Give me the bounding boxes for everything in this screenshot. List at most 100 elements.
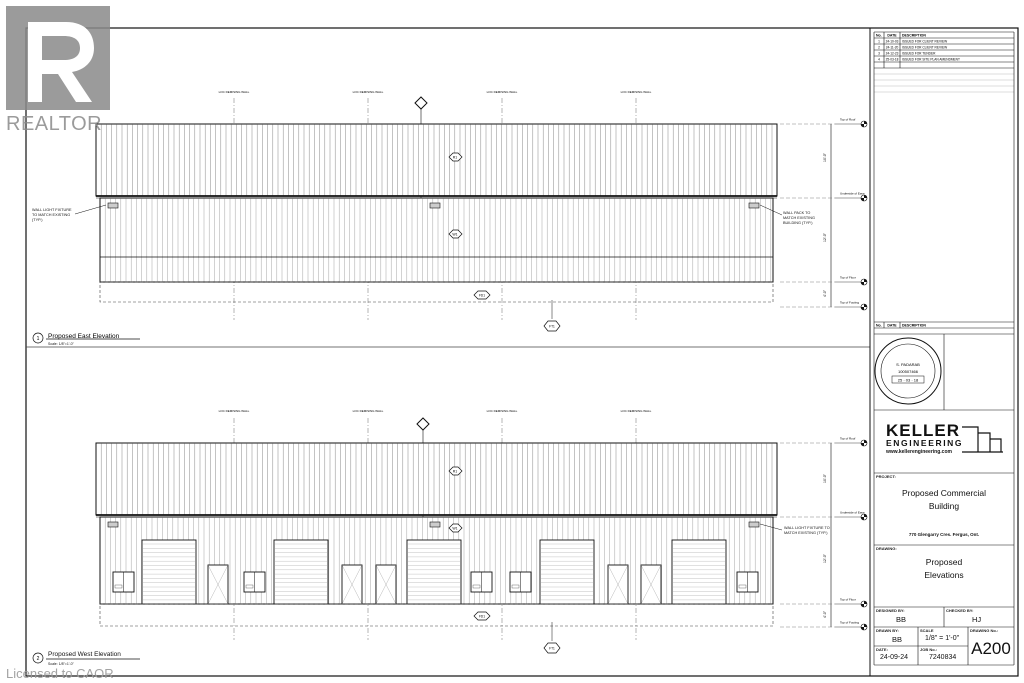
level-label: Underside of Eave [840, 511, 865, 515]
man-door [341, 564, 363, 605]
level-marker: Underside of Eave [835, 192, 868, 202]
svg-text:12'-0": 12'-0" [823, 553, 827, 563]
east-elevation-title: Proposed East Elevation [48, 333, 120, 340]
overhead-door [273, 539, 329, 605]
west-openings [112, 539, 759, 605]
west-elevation: LOC DEMISING WALL LOC DEMISING WALL LOC DE… [32, 409, 868, 664]
rev-cell: 25-03-18 [886, 58, 899, 62]
rev-cell: 24-10-03 [886, 40, 899, 44]
designed-by-value: BB [896, 615, 907, 624]
wall-light-note-east: WALL LIGHT FIXTURE TO MATCH EXISTING (TY… [32, 208, 72, 222]
overhead-door [671, 539, 727, 605]
stamp-name: S. PADARAB [896, 362, 920, 367]
east-view-number: 1 [37, 336, 40, 342]
svg-text:4'-0": 4'-0" [823, 610, 827, 618]
rev-header: DESCRIPTION [902, 34, 926, 38]
keller-logo-graphic [962, 426, 1003, 453]
stamp-number: 100507466 [898, 369, 919, 374]
man-door [640, 564, 662, 605]
level-marker: Top of Floor [835, 598, 868, 608]
svg-text:10'-0": 10'-0" [823, 152, 827, 162]
demising-wall-label: LOC DEMISING WALL [621, 90, 652, 94]
west-scale: Scale: 1/8"=1'-0" [48, 662, 74, 666]
rev-cell: ISSUED FOR SITE PLAN AMENDMENT [902, 58, 960, 62]
drawing-label: DRAWING: [876, 546, 897, 551]
job-cell: JOB No.: 7240834 [918, 646, 968, 665]
overhead-door [539, 539, 595, 605]
window [509, 571, 532, 593]
logo-block: KELLER ENGINEERING www.kellerengineering… [886, 422, 966, 462]
realtor-text: REALTOR [6, 113, 103, 135]
licensed-text: Licensed to CAOR [6, 666, 114, 681]
window [112, 571, 135, 593]
level-marker: Top of Footing [835, 621, 868, 631]
drawn-by-label: DRAWN BY: [876, 628, 899, 633]
rev-cell: ISSUED FOR CLIENT REVIEW [902, 40, 947, 44]
sheet-border [25, 27, 1019, 677]
east-scale: Scale: 1/8"=1'-0" [48, 342, 74, 346]
demising-wall-label: LOC DEMISING WALL [219, 409, 250, 413]
website-url: www.kellerengineering.com [886, 449, 952, 455]
east-roof [95, 123, 778, 197]
svg-text:W1: W1 [452, 233, 457, 237]
date-cell: DATE: 24-09-24 [874, 646, 918, 665]
svg-text:4'-0": 4'-0" [823, 289, 827, 297]
realtor-logo-icon [6, 6, 110, 110]
rev-cell: 24-12-23 [886, 52, 899, 56]
rev-cell: ISSUED FOR CLIENT REVIEW [902, 46, 947, 50]
svg-text:W1: W1 [452, 527, 457, 531]
rev2-header-date: DATE [887, 324, 897, 328]
designed-by-cell: DESIGNED BY: BB [874, 607, 944, 627]
wall-light [748, 521, 760, 528]
date-label: DATE: [876, 647, 888, 652]
project-name-line2: Building [928, 501, 960, 511]
job-label: JOB No.: [920, 647, 938, 652]
title-block-grid [873, 31, 1015, 666]
designed-by-label: DESIGNED BY: [876, 608, 905, 613]
drawing-block: DRAWING: Proposed Elevations [874, 545, 1014, 607]
level-label: Top of Roof [840, 118, 856, 122]
checked-by-value: HJ [972, 615, 982, 624]
demising-wall-label: LOC DEMISING WALL [487, 90, 518, 94]
wall-light [107, 202, 119, 209]
svg-text:FT1: FT1 [549, 325, 555, 329]
demising-wall-label: LOC DEMISING WALL [219, 90, 250, 94]
man-door [207, 564, 229, 605]
rev-cell: 3 [878, 52, 880, 56]
east-roof-ribs [101, 124, 773, 196]
level-marker: Underside of Eave [835, 511, 868, 521]
east-elevation: LOC DEMISING WALL LOC DEMISING WALL LOC DE… [32, 90, 868, 344]
svg-text:FD1: FD1 [479, 294, 485, 298]
job-value: 7240834 [929, 654, 957, 661]
svg-text:FD1: FD1 [479, 615, 485, 619]
wall-light [429, 521, 441, 528]
west-roof-ribs [101, 443, 773, 515]
level-label: Top of Footing [840, 621, 859, 625]
wall-light [429, 202, 441, 209]
rev-header: No. [876, 34, 882, 38]
svg-text:R1: R1 [453, 156, 458, 160]
rev2-header-desc: DESCRIPTION [902, 324, 926, 328]
project-block: PROJECT: Proposed Commercial Building 77… [874, 473, 1014, 545]
engineer-stamp: S. PADARAB 100507466 25 · 03 · 18 [874, 337, 942, 405]
stamp-date: 25 · 03 · 18 [898, 378, 919, 383]
wall-pack-note: WALL PACK TO MATCH EXISTING BUILDING (TY… [783, 211, 815, 225]
rev2-header-no: No. [876, 324, 882, 328]
wall-light-note-west: WALL LIGHT FIXTURE TO MATCH EXISTING (TY… [784, 526, 830, 535]
demising-wall-label: LOC DEMISING WALL [621, 409, 652, 413]
level-label: Top of Floor [840, 598, 856, 602]
west-roof [95, 442, 778, 516]
rev-cell: ISSUED FOR TENDER [902, 52, 936, 56]
man-door [607, 564, 629, 605]
engineering-logo-text: ENGINEERING [886, 438, 964, 448]
man-door [375, 564, 397, 605]
svg-text:FT1: FT1 [549, 647, 555, 651]
checked-by-label: CHECKED BY: [946, 608, 974, 613]
level-marker: Top of Roof [835, 437, 868, 447]
demising-wall-label: LOC DEMISING WALL [353, 409, 384, 413]
demising-wall-label: LOC DEMISING WALL [353, 90, 384, 94]
